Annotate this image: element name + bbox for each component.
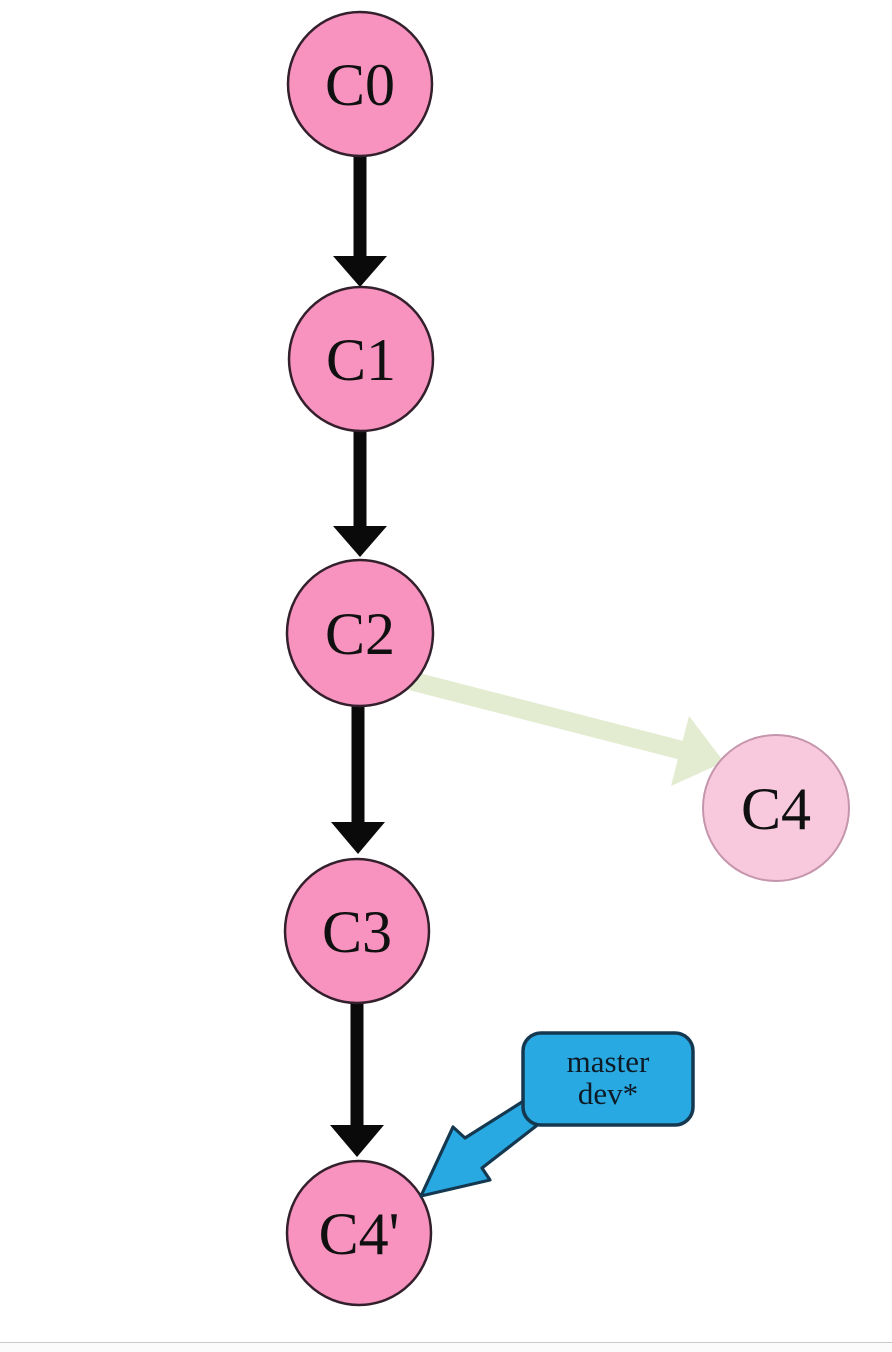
commit-node-c0: C0 — [286, 10, 434, 158]
arrow-head — [333, 256, 387, 287]
commit-node-c3: C3 — [283, 857, 431, 1005]
arrow-c1-c2 — [333, 427, 387, 557]
commit-circle — [285, 558, 435, 708]
arrow-c0-c1 — [333, 150, 387, 287]
commit-label: C4' — [319, 1201, 400, 1267]
commit-label: C3 — [322, 899, 392, 965]
commit-node-c4-abandoned: C4 — [702, 734, 850, 882]
arrow-head — [331, 822, 385, 854]
commit-label: C4 — [741, 776, 811, 842]
commit-node-c4-prime: C4' — [285, 1159, 433, 1307]
commit-node-c2: C2 — [285, 558, 435, 708]
arrow-head — [333, 526, 387, 557]
bottom-divider — [0, 1342, 892, 1343]
branch-label-rect — [521, 1031, 695, 1127]
faded-arrow-c2-c4 — [405, 670, 724, 786]
arrow-c2-c3 — [331, 702, 385, 854]
faded-arrow-shaft — [405, 670, 691, 762]
commit-circle — [285, 1159, 433, 1307]
branch-label-box: master dev* — [521, 1031, 695, 1127]
branch-label-dev: dev* — [578, 1076, 638, 1111]
commit-circle — [283, 857, 431, 1005]
branch-label-master: master — [567, 1044, 650, 1079]
commit-circle — [287, 285, 435, 433]
bottom-strip — [0, 1343, 892, 1352]
commit-circle — [286, 10, 434, 158]
commit-circle-faded — [702, 734, 850, 882]
commit-label: C0 — [325, 52, 395, 118]
commit-node-c1: C1 — [287, 285, 435, 433]
branch-pointer-arrow — [419, 1100, 542, 1198]
faded-arrow-head — [671, 716, 724, 786]
commit-label: C2 — [325, 601, 395, 667]
commit-label: C1 — [326, 327, 396, 393]
arrow-head — [330, 1125, 384, 1157]
arrow-c3-c4prime — [330, 1000, 384, 1157]
